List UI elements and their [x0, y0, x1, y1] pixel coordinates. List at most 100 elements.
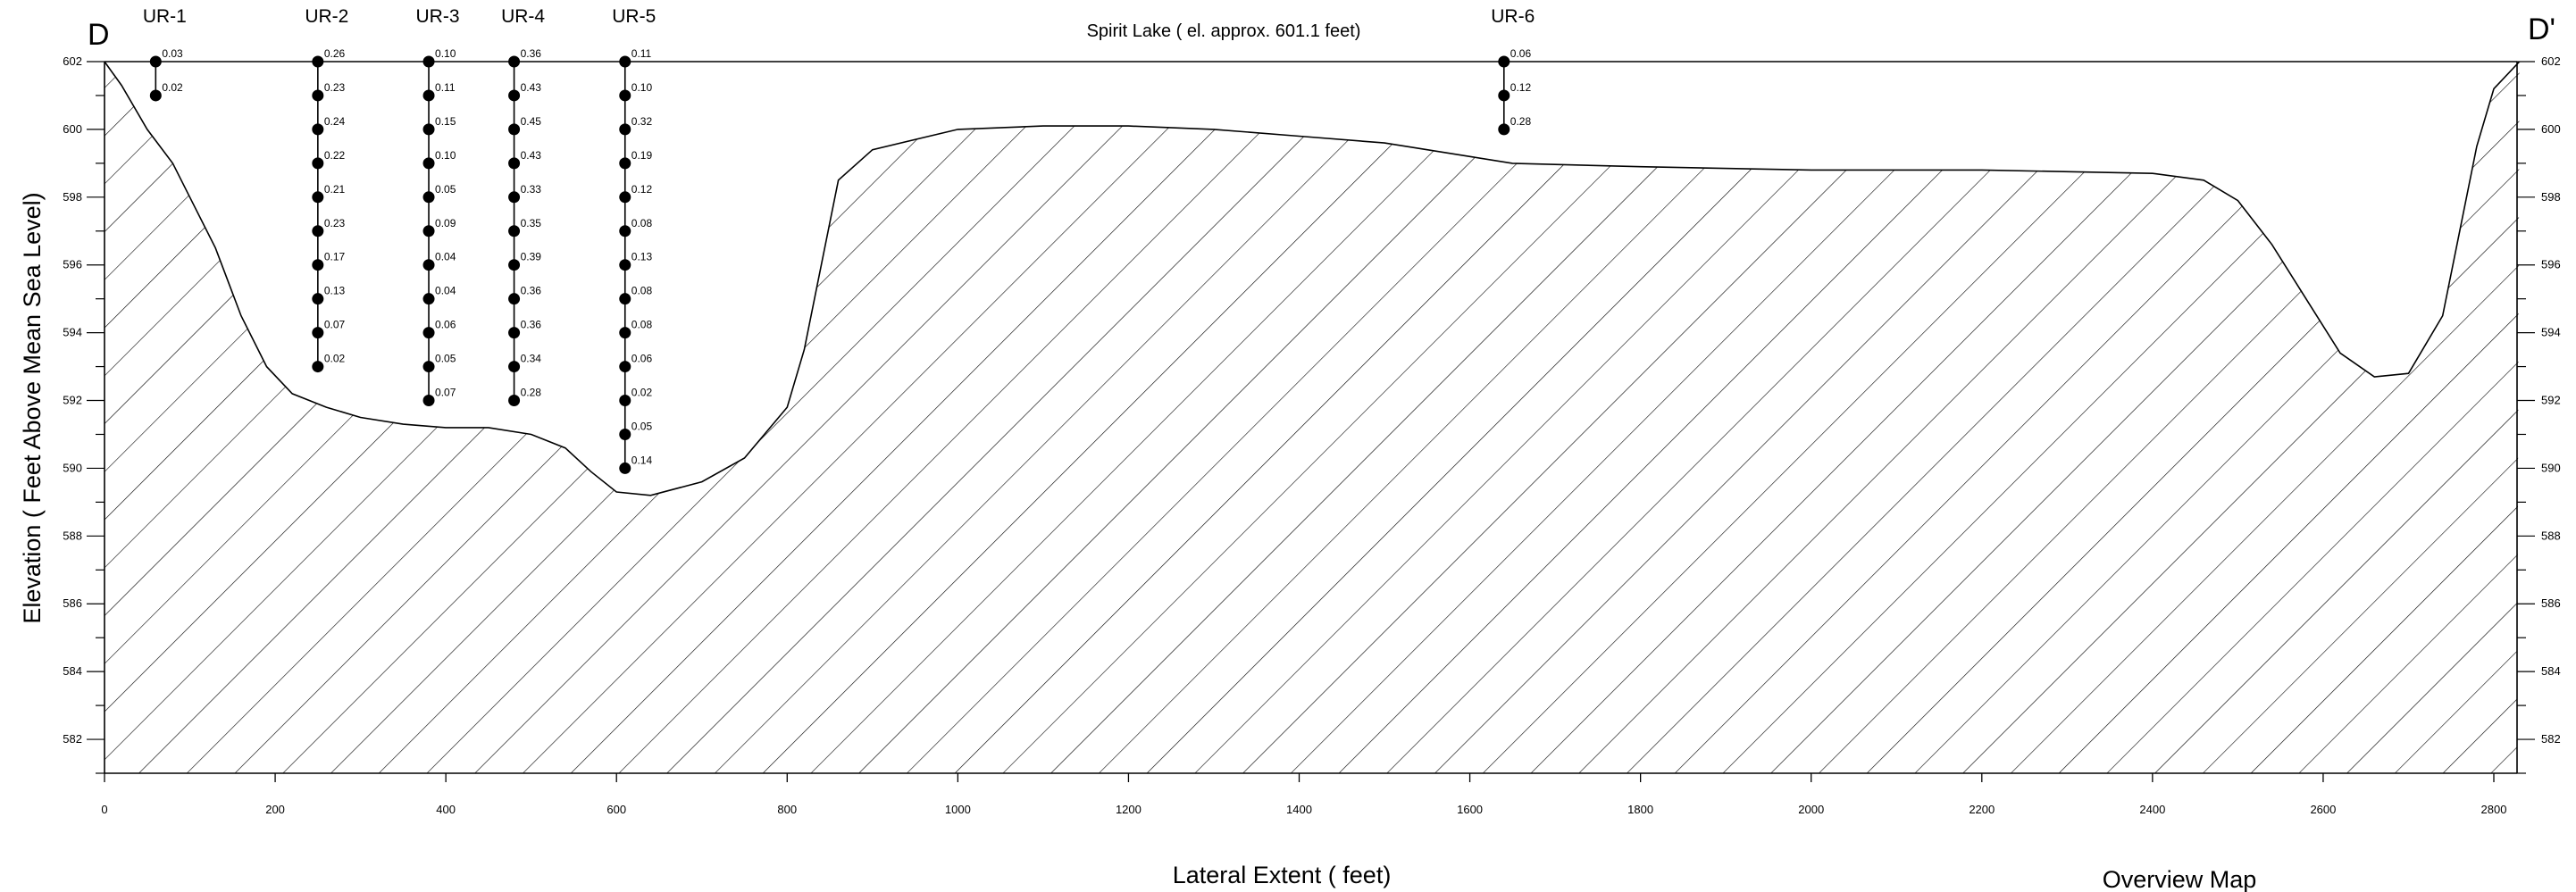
sample-point: [619, 327, 631, 339]
sample-point: [619, 293, 631, 305]
sample-value-label: 0.04: [435, 285, 456, 297]
y-tick-label-right: 588: [2541, 529, 2561, 542]
sample-point: [508, 293, 521, 305]
sample-point: [619, 225, 631, 238]
sample-point: [508, 191, 521, 204]
sample-point: [619, 428, 631, 440]
y-tick-label-left: 596: [63, 258, 82, 271]
y-tick-label-right: 586: [2541, 596, 2561, 610]
sample-point: [422, 361, 435, 373]
sample-value-label: 0.28: [521, 387, 542, 399]
sample-point: [312, 361, 324, 373]
sample-value-label: 0.09: [435, 217, 456, 229]
boring-label: UR-4: [501, 6, 545, 27]
sample-point: [619, 55, 631, 68]
sample-value-label: 0.23: [324, 81, 346, 94]
sample-value-label: 0.22: [324, 149, 346, 162]
sample-point: [422, 123, 435, 136]
sample-value-label: 0.43: [521, 149, 542, 162]
sample-point: [619, 157, 631, 170]
y-tick-label-left: 586: [63, 596, 82, 610]
sample-point: [508, 395, 521, 407]
sample-point: [619, 123, 631, 136]
boring-label: UR-3: [416, 6, 460, 27]
ground-profile-line: [104, 61, 2521, 496]
sample-point: [619, 191, 631, 204]
sample-value-label: 0.26: [324, 47, 346, 60]
sample-value-label: 0.12: [631, 183, 653, 196]
x-tick-label: 1200: [1116, 803, 1142, 816]
sample-point: [508, 361, 521, 373]
sample-value-label: 0.08: [631, 319, 653, 331]
sample-point: [619, 395, 631, 407]
sample-value-label: 0.06: [435, 319, 456, 331]
y-tick-label-left: 590: [63, 461, 82, 474]
sample-point: [422, 225, 435, 238]
sample-value-label: 0.06: [1510, 47, 1532, 60]
sample-point: [1498, 55, 1510, 68]
y-tick-label-right: 596: [2541, 258, 2561, 271]
sample-point: [422, 191, 435, 204]
x-tick-label: 800: [777, 803, 797, 816]
sample-value-label: 0.36: [521, 285, 542, 297]
sample-value-label: 0.32: [631, 115, 653, 128]
sample-point: [422, 293, 435, 305]
y-tick-label-left: 594: [63, 326, 82, 339]
sample-point: [508, 259, 521, 271]
x-tick-label: 2200: [1969, 803, 1995, 816]
sample-point: [619, 259, 631, 271]
y-tick-label-right: 592: [2541, 394, 2561, 407]
sample-point: [422, 327, 435, 339]
sample-point: [422, 395, 435, 407]
sample-point: [508, 89, 521, 102]
sample-point: [508, 225, 521, 238]
sample-value-label: 0.15: [435, 115, 456, 128]
sample-point: [508, 157, 521, 170]
sample-value-label: 0.28: [1510, 115, 1532, 128]
sample-point: [149, 89, 162, 102]
sample-point: [312, 293, 324, 305]
boring-label: UR-5: [612, 6, 656, 27]
sample-value-label: 0.45: [521, 115, 542, 128]
sample-value-label: 0.35: [521, 217, 542, 229]
sample-value-label: 0.34: [521, 353, 542, 365]
lake-label: Spirit Lake ( el. approx. 601.1 feet): [1087, 21, 1361, 41]
sample-value-label: 0.10: [435, 47, 456, 60]
x-tick-label: 1000: [945, 803, 971, 816]
x-tick-label: 1600: [1457, 803, 1483, 816]
x-tick-label: 2000: [1798, 803, 1824, 816]
sample-value-label: 0.11: [631, 47, 652, 60]
x-axis-label: Lateral Extent ( feet): [1173, 862, 1392, 888]
x-tick-label: 2800: [2481, 803, 2507, 816]
overview-map-label: Overview Map: [2103, 866, 2257, 892]
sample-value-label: 0.39: [521, 251, 542, 263]
y-tick-label-right: 584: [2541, 664, 2561, 678]
y-tick-label-left: 602: [63, 54, 82, 68]
sample-point: [312, 157, 324, 170]
sample-value-label: 0.02: [324, 353, 346, 365]
sample-value-label: 0.05: [435, 353, 456, 365]
sample-point: [508, 123, 521, 136]
y-tick-label-left: 588: [63, 529, 82, 542]
sample-value-label: 0.02: [162, 81, 183, 94]
sample-value-label: 0.13: [631, 251, 653, 263]
sample-value-label: 0.17: [324, 251, 346, 263]
y-axis-label: Elevation ( Feet Above Mean Sea Level): [19, 192, 46, 623]
sample-value-label: 0.02: [631, 387, 653, 399]
sample-point: [422, 157, 435, 170]
sample-point: [149, 55, 162, 68]
sample-value-label: 0.23: [324, 217, 346, 229]
sample-point: [1498, 123, 1510, 136]
y-tick-label-left: 598: [63, 190, 82, 204]
x-tick-label: 600: [606, 803, 626, 816]
sample-value-label: 0.36: [521, 47, 542, 60]
sample-value-label: 0.07: [324, 319, 346, 331]
section-end-label: D': [2528, 13, 2555, 46]
sample-value-label: 0.05: [435, 183, 456, 196]
y-tick-label-left: 582: [63, 732, 82, 746]
sediment-fill: [105, 62, 2520, 773]
x-tick-label: 0: [101, 803, 107, 816]
sample-point: [312, 225, 324, 238]
sample-point: [508, 327, 521, 339]
boring-label: UR-1: [143, 6, 187, 27]
